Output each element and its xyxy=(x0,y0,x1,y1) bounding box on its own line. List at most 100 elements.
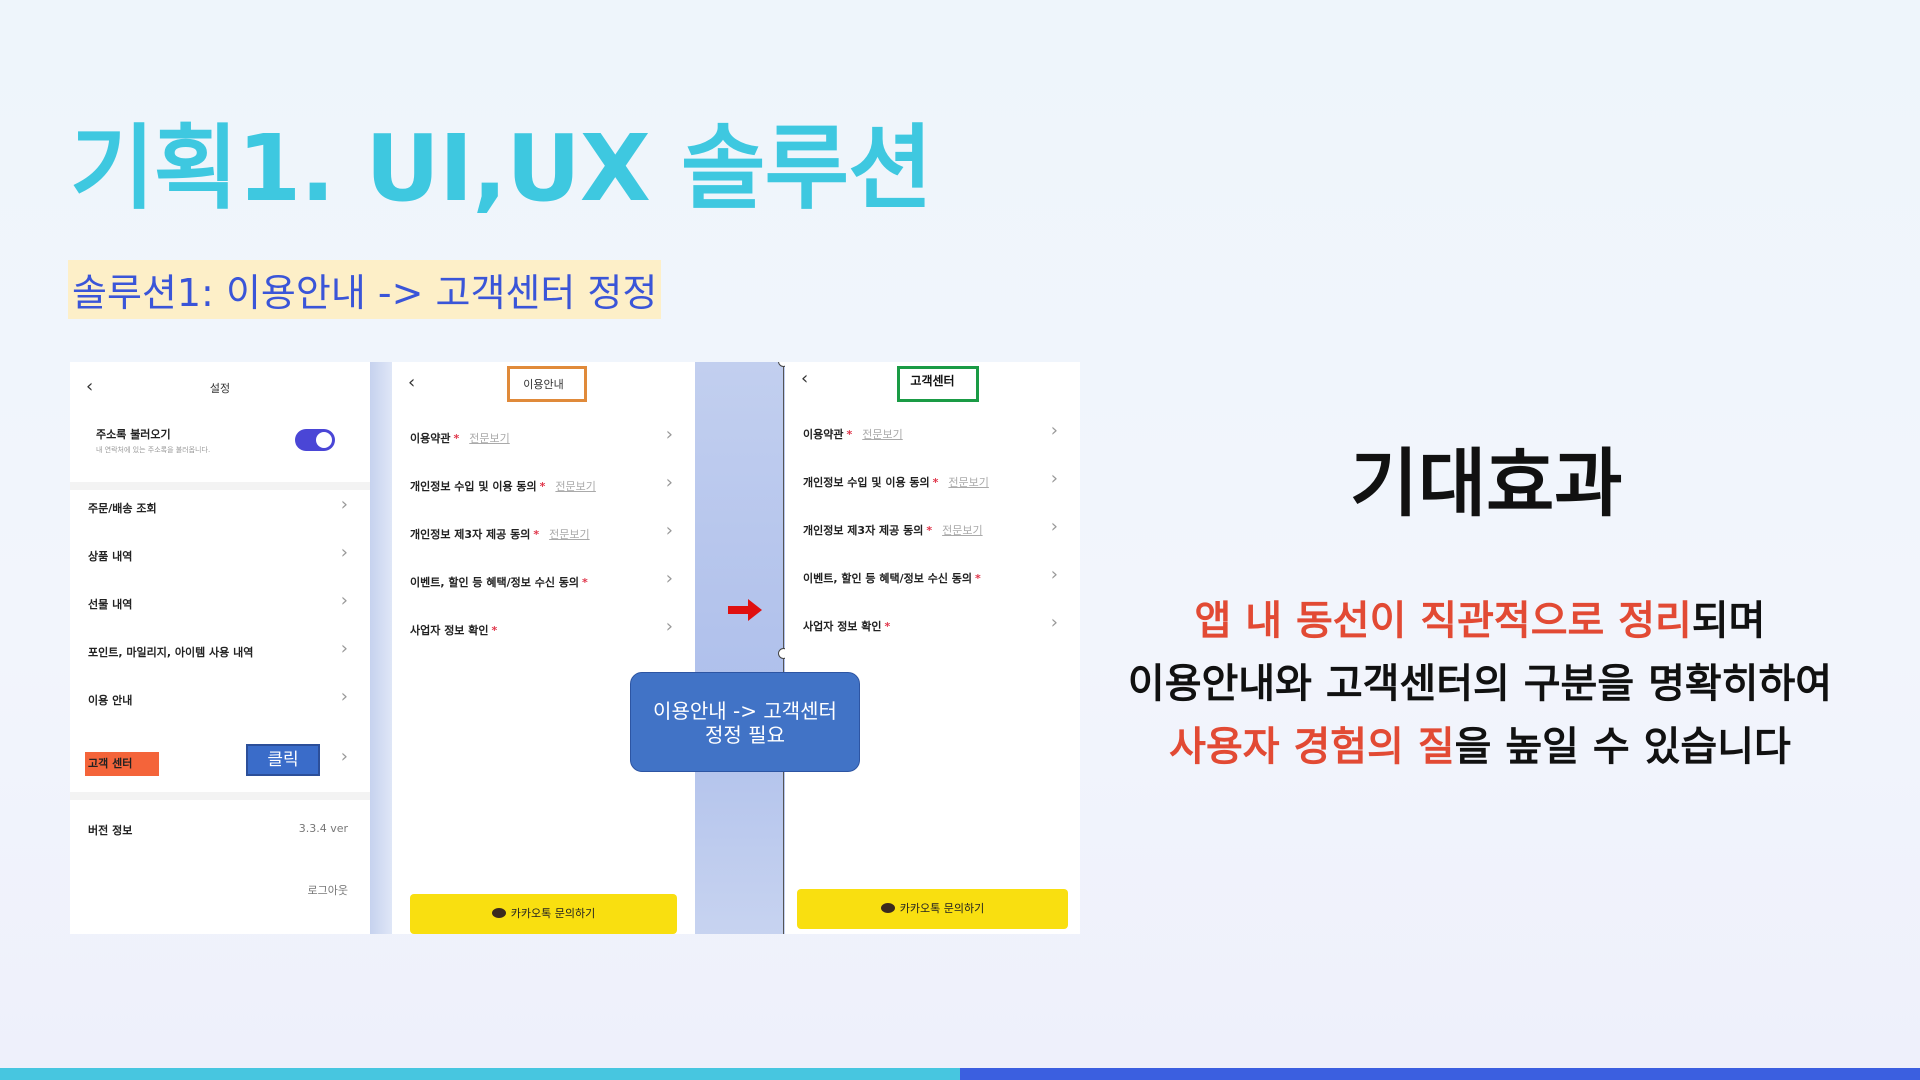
callout-line1: 이용안내 -> 고객센터 xyxy=(653,699,837,723)
effect-line-1: 앱 내 동선이 직관적으로 정리되며 xyxy=(1060,588,1900,646)
required-mark: * xyxy=(539,480,546,493)
bottom-bar-blue xyxy=(960,1068,1920,1080)
guide-row-marketing[interactable]: 이벤트, 할인 등 혜택/정보 수신 동의* › xyxy=(392,562,695,602)
chevron-right-icon: › xyxy=(1050,468,1058,489)
kakao-inquiry-button[interactable]: 카카오톡 문의하기 xyxy=(410,894,677,934)
settings-screen: ‹ 설정 주소록 불러오기 내 연락처에 있는 주소록을 불러옵니다. 주문/배… xyxy=(70,362,370,934)
settings-row-gifts[interactable]: 선물 내역 › xyxy=(70,584,370,624)
chat-bubble-icon xyxy=(491,907,506,918)
settings-row-products[interactable]: 상품 내역 › xyxy=(70,536,370,576)
view-full-link[interactable]: 전문보기 xyxy=(555,480,596,493)
chat-bubble-icon xyxy=(880,902,895,913)
version-label: 버전 정보 xyxy=(88,824,133,837)
row-label: 개인정보 수입 및 이용 동의 xyxy=(410,480,537,493)
view-full-link[interactable]: 전문보기 xyxy=(942,524,983,537)
required-mark: * xyxy=(533,528,540,541)
gap xyxy=(695,362,785,934)
chevron-right-icon: › xyxy=(665,616,673,637)
chevron-right-icon: › xyxy=(1050,612,1058,633)
customer-center-label[interactable]: 고객 센터 xyxy=(88,757,133,770)
back-chevron-icon[interactable]: ‹ xyxy=(408,372,416,393)
cs-row-business[interactable]: 사업자 정보 확인* › xyxy=(785,606,1080,646)
view-full-link[interactable]: 전문보기 xyxy=(948,476,989,489)
chevron-right-icon: › xyxy=(340,542,348,563)
row-label: 이용약관 xyxy=(410,432,451,445)
row-label: 사업자 정보 확인 xyxy=(803,620,882,633)
settings-row-order[interactable]: 주문/배송 조회 › xyxy=(70,488,370,528)
back-chevron-icon[interactable]: ‹ xyxy=(86,376,94,397)
cs-row-marketing[interactable]: 이벤트, 할인 등 혜택/정보 수신 동의* › xyxy=(785,558,1080,598)
address-book-toggle[interactable] xyxy=(295,429,335,451)
customer-center-title: 고객센터 xyxy=(910,374,955,388)
kakao-button-label: 카카오톡 문의하기 xyxy=(899,902,985,915)
row-label: 사업자 정보 확인 xyxy=(410,624,489,637)
address-book-label: 주소록 불러오기 xyxy=(96,428,171,441)
row-label: 주문/배송 조회 xyxy=(88,502,157,515)
cs-row-third-party[interactable]: 개인정보 제3자 제공 동의* 전문보기 › xyxy=(785,510,1080,550)
chevron-right-icon: › xyxy=(1050,564,1058,585)
effect-line-2: 이용안내와 고객센터의 구분을 명확히하여 xyxy=(1127,661,1833,707)
guide-row-business[interactable]: 사업자 정보 확인* › xyxy=(392,610,695,650)
row-label: 개인정보 수입 및 이용 동의 xyxy=(803,476,930,489)
view-full-link[interactable]: 전문보기 xyxy=(549,528,590,541)
settings-row-guide[interactable]: 이용 안내 › xyxy=(70,680,370,720)
effect-highlight: 앱 내 동선이 직관적으로 정리 xyxy=(1194,598,1692,644)
kakao-inquiry-button[interactable]: 카카오톡 문의하기 xyxy=(797,889,1068,929)
customer-center-screen: ‹ 고객센터 이용약관*전문보기 › 개인정보 수입 및 이용 동의*전문보기 … xyxy=(785,362,1080,934)
chevron-right-icon: › xyxy=(1050,420,1058,441)
usage-guide-screen: ‹ 이용안내 이용약관*전문보기 › 개인정보 수입 및 이용 동의*전문보기 … xyxy=(392,362,695,934)
divider xyxy=(70,792,370,800)
effect-text: 을 높일 수 있습니다 xyxy=(1454,724,1791,770)
required-mark: * xyxy=(926,524,933,537)
chevron-right-icon: › xyxy=(340,494,348,515)
row-label: 이용약관 xyxy=(803,428,844,441)
settings-row-points[interactable]: 포인트, 마일리지, 아이템 사용 내역 › xyxy=(70,632,370,672)
required-mark: * xyxy=(453,432,460,445)
header-highlight-box xyxy=(897,366,979,402)
screenshot-composite: ‹ 설정 주소록 불러오기 내 연락처에 있는 주소록을 불러옵니다. 주문/배… xyxy=(70,362,1080,934)
correction-callout: 이용안내 -> 고객센터 정정 필요 xyxy=(630,672,860,772)
header-highlight-box xyxy=(507,366,587,402)
click-badge: 클릭 xyxy=(246,744,320,776)
row-label: 선물 내역 xyxy=(88,598,133,611)
view-full-link[interactable]: 전문보기 xyxy=(862,428,903,441)
divider xyxy=(70,482,370,490)
gap xyxy=(370,362,392,934)
chevron-right-icon: › xyxy=(340,746,348,767)
bottom-bar-cyan xyxy=(0,1068,960,1080)
required-mark: * xyxy=(884,620,891,633)
logout-link[interactable]: 로그아웃 xyxy=(307,884,348,897)
usage-guide-title: 이용안내 xyxy=(523,378,564,391)
guide-row-privacy[interactable]: 개인정보 수입 및 이용 동의*전문보기 › xyxy=(392,466,695,506)
guide-row-third-party[interactable]: 개인정보 제3자 제공 동의* 전문보기 › xyxy=(392,514,695,554)
row-label: 이용 안내 xyxy=(88,694,133,707)
customer-center-header: ‹ 고객센터 xyxy=(785,362,1080,412)
effect-highlight: 사용자 경험의 질 xyxy=(1169,724,1455,770)
cs-row-terms[interactable]: 이용약관* 전문보기 › xyxy=(785,414,1080,454)
effect-title: 기대효과 xyxy=(1350,441,1623,527)
effect-line-3: 사용자 경험의 질을 높일 수 있습니다 xyxy=(1060,714,1900,772)
chevron-right-icon: › xyxy=(1050,516,1058,537)
required-mark: * xyxy=(975,572,981,585)
view-full-link[interactable]: 전문보기 xyxy=(469,432,510,445)
cs-row-privacy[interactable]: 개인정보 수입 및 이용 동의* 전문보기 › xyxy=(785,462,1080,502)
row-label: 개인정보 제3자 제공 동의 xyxy=(803,524,924,537)
row-label: 상품 내역 xyxy=(88,550,133,563)
row-label: 개인정보 제3자 제공 동의 xyxy=(410,528,531,541)
effect-text: 되며 xyxy=(1691,598,1766,644)
customer-center-highlight xyxy=(85,752,159,776)
row-label: 이벤트, 할인 등 혜택/정보 수신 동의 xyxy=(803,572,973,585)
callout-line2: 정정 필요 xyxy=(705,723,785,747)
settings-title: 설정 xyxy=(209,382,231,395)
guide-row-terms[interactable]: 이용약관* 전문보기 › xyxy=(392,418,695,458)
back-chevron-icon[interactable]: ‹ xyxy=(801,368,809,389)
required-mark: * xyxy=(932,476,939,489)
chevron-right-icon: › xyxy=(665,520,673,541)
chevron-right-icon: › xyxy=(665,424,673,445)
kakao-button-label: 카카오톡 문의하기 xyxy=(510,907,596,920)
row-label: 포인트, 마일리지, 아이템 사용 내역 xyxy=(88,646,254,659)
row-label: 이벤트, 할인 등 혜택/정보 수신 동의 xyxy=(410,576,580,589)
chevron-right-icon: › xyxy=(340,590,348,611)
required-mark: * xyxy=(846,428,853,441)
chevron-right-icon: › xyxy=(665,568,673,589)
